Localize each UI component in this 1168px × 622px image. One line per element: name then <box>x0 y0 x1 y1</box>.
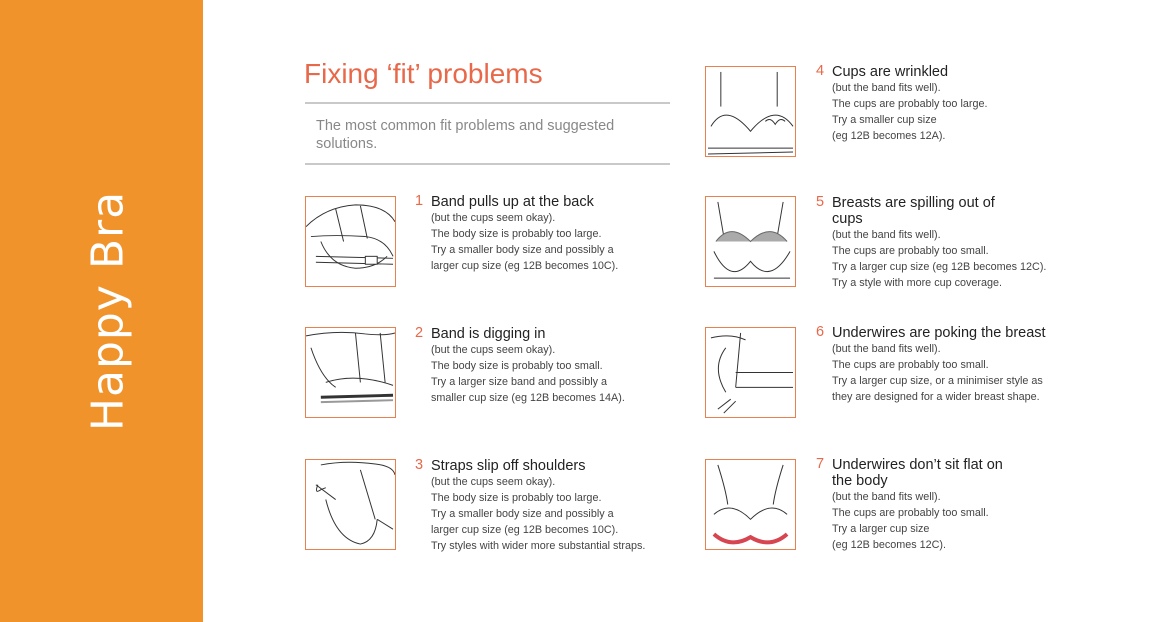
item-line: The cups are probably too small. <box>832 359 989 371</box>
item-line: The cups are probably too large. <box>832 98 988 110</box>
item-line: Try a larger cup size <box>832 523 930 535</box>
item-number: 3 <box>415 457 424 473</box>
item-line: larger cup size (eg 12B becomes 10C). <box>431 524 619 536</box>
page-subtitle: The most common fit problems and suggest… <box>316 118 615 152</box>
item-description: (but the band fits well). The cups are p… <box>832 341 1043 405</box>
item-description: (but the band fits well). The cups are p… <box>832 227 1046 291</box>
item-heading: Breasts are spilling out of cups <box>832 195 995 227</box>
straps-slip-illustration <box>305 459 396 550</box>
item-number: 1 <box>415 193 424 209</box>
underwire-not-flat-illustration <box>705 459 796 550</box>
item-description: (but the band fits well). The cups are p… <box>832 80 987 144</box>
item-heading: Band pulls up at the back <box>431 194 594 210</box>
item-heading: Underwires don’t sit flat on the body <box>832 457 1003 489</box>
item-line: Try a larger cup size, or a minimiser st… <box>832 375 1043 387</box>
item-line: (but the band fits well). <box>832 229 941 241</box>
item-heading: Straps slip off shoulders <box>431 458 586 474</box>
item-number: 2 <box>415 325 424 341</box>
item-line: Try a larger size band and possibly a <box>431 376 608 388</box>
band-digging-illustration <box>305 327 396 418</box>
item-heading: Underwires are poking the breast <box>832 325 1046 341</box>
item-number: 7 <box>816 456 825 472</box>
item-line: they are designed for a wider breast sha… <box>832 391 1040 403</box>
item-line: The body size is probably too large. <box>431 228 602 240</box>
item-line: (eg 12B becomes 12C). <box>832 539 947 551</box>
item-line: The body size is probably too small. <box>431 360 603 372</box>
divider-bottom <box>305 163 670 165</box>
breasts-spilling-illustration <box>705 196 796 287</box>
item-heading: Band is digging in <box>431 326 546 342</box>
item-line: (but the cups seem okay). <box>431 212 556 224</box>
item-line: (but the cups seem okay). <box>431 344 556 356</box>
sidebar: Happy Bra <box>0 0 203 622</box>
item-description: (but the band fits well). The cups are p… <box>832 489 989 553</box>
item-description: (but the cups seem okay). The body size … <box>431 474 645 554</box>
item-line: (but the band fits well). <box>832 343 941 355</box>
item-line: The cups are probably too small. <box>832 245 989 257</box>
item-line: Try a smaller body size and possibly a <box>431 508 614 520</box>
item-line: Try a style with more cup coverage. <box>832 277 1003 289</box>
brand-logo: Happy Bra <box>82 190 134 432</box>
item-line: The cups are probably too small. <box>832 507 989 519</box>
item-line: (but the band fits well). <box>832 491 941 503</box>
cups-wrinkled-illustration <box>705 66 796 157</box>
item-line: smaller cup size (eg 12B becomes 14A). <box>431 392 625 404</box>
item-line: Try a smaller body size and possibly a <box>431 244 614 256</box>
divider-top <box>305 102 670 104</box>
band-pulls-up-illustration <box>305 196 396 287</box>
underwire-poking-illustration <box>705 327 796 418</box>
item-line: (eg 12B becomes 12A). <box>832 130 946 142</box>
item-line: Try styles with wider more substantial s… <box>431 540 646 552</box>
item-description: (but the cups seem okay). The body size … <box>431 210 618 274</box>
item-number: 5 <box>816 194 825 210</box>
item-number: 6 <box>816 324 825 340</box>
item-line: (but the band fits well). <box>832 82 941 94</box>
item-heading: Cups are wrinkled <box>832 64 949 80</box>
page-title: Fixing ‘fit’ problems <box>304 58 543 89</box>
item-line: The body size is probably too large. <box>431 492 602 504</box>
item-line: larger cup size (eg 12B becomes 10C). <box>431 260 619 272</box>
item-number: 4 <box>816 63 825 79</box>
item-description: (but the cups seem okay). The body size … <box>431 342 625 406</box>
item-line: (but the cups seem okay). <box>431 476 556 488</box>
item-line: Try a larger cup size (eg 12B becomes 12… <box>832 261 1047 273</box>
item-line: Try a smaller cup size <box>832 114 937 126</box>
